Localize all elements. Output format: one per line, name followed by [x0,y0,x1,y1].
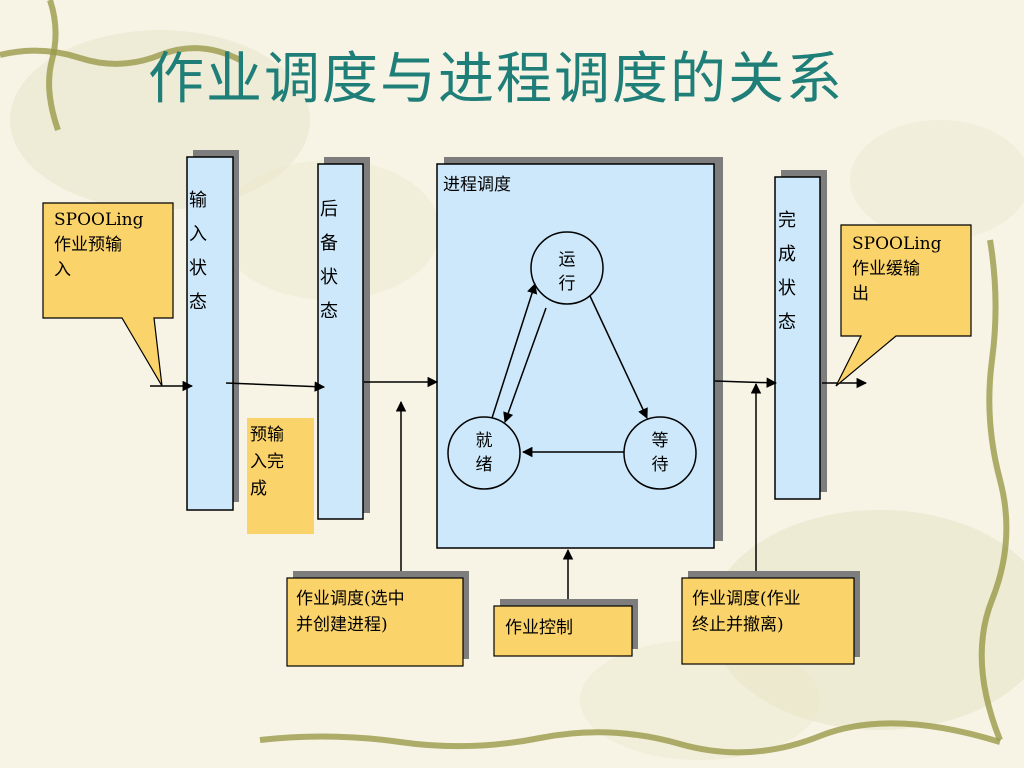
waiting-state-label: 等 待 [651,431,669,475]
input-state-column [186,150,239,511]
job-sched-select-label: 作业调度(选中 并创建进程) [296,589,405,635]
spooling-in-label: SPOOLing 作业预输 入 [54,210,144,280]
job-control-box [493,605,633,657]
done-state-column [774,170,827,500]
ready-state-node [447,416,521,490]
running-to-ready-arrow [503,307,547,423]
backup-state-label: 后 备 状 态 [320,199,338,322]
spooling-in-callout-shape [42,202,174,387]
waiting-state-node [623,416,697,490]
flow-arrow-input-to-backup [225,381,326,392]
input-state-label: 输 入 状 态 [189,190,207,313]
job-sched-select-box [286,577,464,667]
ready-state-label: 就 绪 [475,431,493,475]
backup-state-column [317,157,370,520]
preinput-done-label: 预输 入完 成 [250,425,284,499]
running-to-waiting-arrow [589,295,648,419]
page-title: 作业调度与进程调度的关系 [148,47,844,112]
done-state-label: 完 成 状 态 [778,210,796,333]
running-state-node [530,231,604,305]
job-control-label: 作业控制 [505,618,573,638]
job-sched-end-label: 作业调度(作业 终止并撤离) [692,589,801,635]
preinput-done-callout-shape [247,418,314,534]
running-state-label: 运 行 [558,250,576,294]
job-sched-end-box [681,577,855,665]
spooling-out-label: SPOOLing 作业缓输 出 [852,234,942,304]
spooling-out-callout-shape [835,224,972,387]
process-scheduling-label: 进程调度 [443,175,511,195]
ready-to-running-arrow [491,283,538,419]
flow-arrow-process-to-done [714,377,778,388]
